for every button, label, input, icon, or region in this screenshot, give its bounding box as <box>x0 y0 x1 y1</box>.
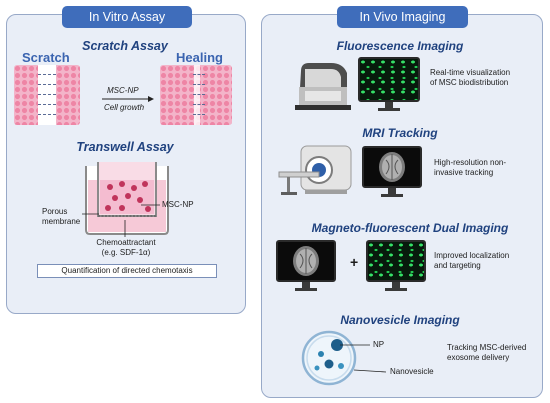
fluorescence-heading: Fluorescence Imaging <box>336 39 464 53</box>
monitor-icon <box>358 57 420 113</box>
scratch-dish <box>14 65 80 125</box>
healing-dish <box>160 65 232 125</box>
transwell-assay-heading: Transwell Assay <box>76 140 174 154</box>
nanovesicle-heading: Nanovesicle Imaging <box>340 313 460 327</box>
nanovesicle-label: Nanovesicle <box>390 367 434 376</box>
mri-screen <box>362 146 422 188</box>
in-vitro-tab: In Vitro Assay <box>62 6 192 28</box>
healing-gap <box>194 65 200 125</box>
monitor-base <box>381 194 403 197</box>
healing-guide-line <box>193 114 205 115</box>
transwell-insert-icon <box>85 162 169 235</box>
scratch-assay-heading: Scratch Assay <box>82 39 168 53</box>
arrow-label-msc-np: MSC-NP <box>107 86 139 95</box>
chemotaxis-footer: Quantification of directed chemotaxis <box>37 264 217 278</box>
mri-heading: MRI Tracking <box>362 126 438 140</box>
monitor-base <box>385 288 407 291</box>
scratch-guide-line <box>38 84 56 85</box>
scratch-guide-line <box>38 114 56 115</box>
porous-membrane-label: Porous membrane <box>42 207 81 226</box>
arrow-icon <box>102 96 154 102</box>
fluorescence-description: Real-time visualization of MSC biodistri… <box>430 68 511 87</box>
healing-guide-line <box>193 104 205 105</box>
dual-fluorescence-screen <box>366 240 426 282</box>
fluorescence-screen <box>358 57 420 102</box>
nanovesicle-description: Tracking MSC-derived exosome delivery <box>447 343 527 362</box>
np-label: NP <box>373 340 385 349</box>
scratch-gap <box>38 65 56 125</box>
nanovesicle-pointer-lines <box>340 344 387 373</box>
mri-scanner-icon <box>278 145 352 195</box>
brain-mri-icon <box>379 152 405 182</box>
dual-mri-screen <box>276 240 336 282</box>
monitor-base <box>295 288 317 291</box>
fluorescence-imager-icon <box>295 63 351 110</box>
dual-imaging-heading: Magneto-fluorescent Dual Imaging <box>311 221 509 235</box>
plus-sign: + <box>350 254 359 270</box>
monitor-icon <box>276 240 336 292</box>
in-vivo-tab: In Vivo Imaging <box>337 6 468 28</box>
arrow-label-cell-growth: Cell growth <box>104 103 145 112</box>
mri-description: High-resolution non- invasive tracking <box>434 158 507 177</box>
monitor-icon <box>362 146 422 198</box>
monitor-icon <box>366 240 426 292</box>
healing-guide-line <box>193 74 205 75</box>
scratch-guide-line <box>38 104 56 105</box>
chemoattractant-label: Chemoattractant (e.g. SDF-1α) <box>96 238 156 257</box>
monitor-stand <box>302 282 310 288</box>
msc-np-label: MSC-NP <box>162 200 194 209</box>
scratch-guide-line <box>38 74 56 75</box>
monitor-stand <box>388 188 396 194</box>
scratch-guide-line <box>38 94 56 95</box>
monitor-stand <box>392 282 400 288</box>
pointer-lines <box>82 204 160 237</box>
healing-guide-line <box>193 94 205 95</box>
brain-mri-icon <box>293 246 319 276</box>
healing-label: Healing <box>176 50 223 65</box>
monitor-stand <box>385 102 393 108</box>
dual-imaging-description: Improved localization and targeting <box>434 251 510 270</box>
scratch-label: Scratch <box>22 50 70 65</box>
monitor-base <box>378 108 400 111</box>
healing-guide-line <box>193 84 205 85</box>
